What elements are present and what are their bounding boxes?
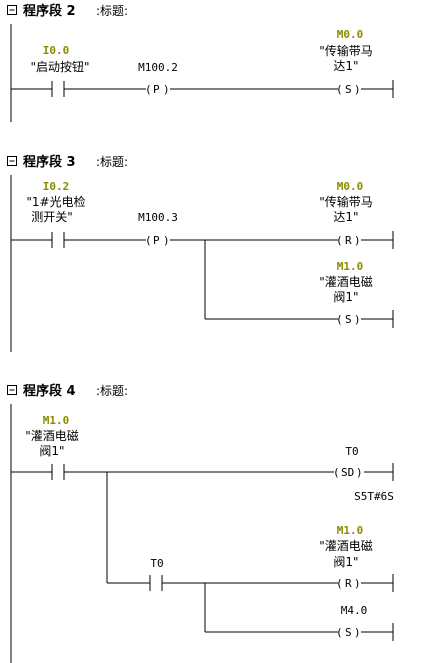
coil-comment-line2: 阀1" — [333, 555, 358, 569]
segment-title-suffix[interactable]: :标题: — [96, 4, 128, 18]
svg-text:(: ( — [336, 313, 343, 326]
svg-text:(: ( — [336, 234, 343, 247]
coil-address: M0.0 — [337, 180, 364, 193]
svg-text:(: ( — [333, 466, 340, 479]
contact-address: I0.0 — [43, 44, 70, 57]
coil-address: M1.0 — [337, 260, 364, 273]
segment-title-suffix[interactable]: :标题: — [96, 155, 128, 169]
svg-text:(: ( — [145, 234, 152, 247]
coil-address: M1.0 — [337, 524, 364, 537]
no-contact[interactable] — [51, 232, 65, 248]
contact-comment-line2: 测开关" — [31, 210, 73, 224]
svg-text:): ) — [354, 577, 361, 590]
segment-2: 程序段 2 :标题: I0.0 "启动按钮" M100.2 ( P ) M0.0… — [7, 3, 394, 122]
svg-text:): ) — [354, 83, 361, 96]
segment-title[interactable]: 程序段 4 — [23, 383, 76, 399]
collapse-toggle-icon[interactable] — [7, 156, 17, 166]
timer-preset: S5T#6S — [354, 490, 394, 503]
timer-address: T0 — [345, 445, 358, 458]
no-contact[interactable] — [51, 464, 65, 480]
no-contact[interactable] — [51, 81, 65, 97]
p-coil-address: M100.3 — [138, 211, 178, 224]
coil-comment-line2: 达1" — [333, 59, 358, 73]
collapse-toggle-icon[interactable] — [7, 5, 17, 15]
reset-coil[interactable]: ( R ) — [336, 577, 361, 590]
contact-address: T0 — [150, 557, 163, 570]
coil-comment-line2: 达1" — [333, 210, 358, 224]
contact-comment-line1: "1#光电检 — [26, 194, 85, 209]
svg-text:S: S — [345, 83, 352, 96]
coil-address: M0.0 — [337, 28, 364, 41]
segment-title-suffix[interactable]: :标题: — [96, 384, 128, 398]
segment-3: 程序段 3 :标题: I0.2 "1#光电检 测开关" M100.3 ( P )… — [7, 154, 394, 352]
svg-text:R: R — [345, 234, 352, 247]
contact-address: I0.2 — [43, 180, 70, 193]
svg-text:S: S — [345, 313, 352, 326]
svg-text:P: P — [153, 83, 160, 96]
svg-text:): ) — [163, 234, 170, 247]
svg-text:(: ( — [336, 577, 343, 590]
contact-address: M1.0 — [43, 414, 70, 427]
coil-comment-line1: "灌酒电磁 — [319, 538, 373, 553]
segment-4: 程序段 4 :标题: M1.0 "灌酒电磁 阀1" T0 ( SD ) S5T#… — [7, 383, 394, 663]
svg-text:(: ( — [145, 83, 152, 96]
coil-comment-line1: "传输带马 — [319, 194, 373, 209]
contact-comment: "启动按钮" — [30, 59, 89, 74]
svg-text:R: R — [345, 577, 352, 590]
svg-text:): ) — [163, 83, 170, 96]
svg-text:): ) — [356, 466, 363, 479]
coil-comment-line1: "灌酒电磁 — [319, 274, 373, 289]
svg-text:): ) — [354, 313, 361, 326]
svg-text:(: ( — [336, 626, 343, 639]
set-coil[interactable]: ( S ) — [336, 313, 361, 326]
svg-text:P: P — [153, 234, 160, 247]
no-contact[interactable] — [149, 575, 163, 591]
segment-title[interactable]: 程序段 2 — [23, 3, 76, 19]
set-coil[interactable]: ( S ) — [336, 626, 361, 639]
contact-comment-line2: 阀1" — [39, 444, 64, 458]
svg-text:SD: SD — [341, 466, 354, 479]
svg-text:(: ( — [336, 83, 343, 96]
coil-comment-line1: "传输带马 — [319, 43, 373, 58]
contact-comment-line1: "灌酒电磁 — [25, 428, 79, 443]
reset-coil[interactable]: ( R ) — [336, 234, 361, 247]
p-coil[interactable]: ( P ) — [145, 234, 170, 247]
set-coil[interactable]: ( S ) — [336, 83, 361, 96]
svg-text:): ) — [354, 234, 361, 247]
p-coil-address: M100.2 — [138, 61, 178, 74]
svg-text:S: S — [345, 626, 352, 639]
on-delay-timer-coil[interactable]: ( SD ) — [333, 466, 363, 479]
coil-address: M4.0 — [341, 604, 368, 617]
coil-comment-line2: 阀1" — [333, 290, 358, 304]
segment-title[interactable]: 程序段 3 — [23, 154, 76, 170]
collapse-toggle-icon[interactable] — [7, 385, 17, 395]
svg-text:): ) — [354, 626, 361, 639]
p-coil[interactable]: ( P ) — [145, 83, 170, 96]
